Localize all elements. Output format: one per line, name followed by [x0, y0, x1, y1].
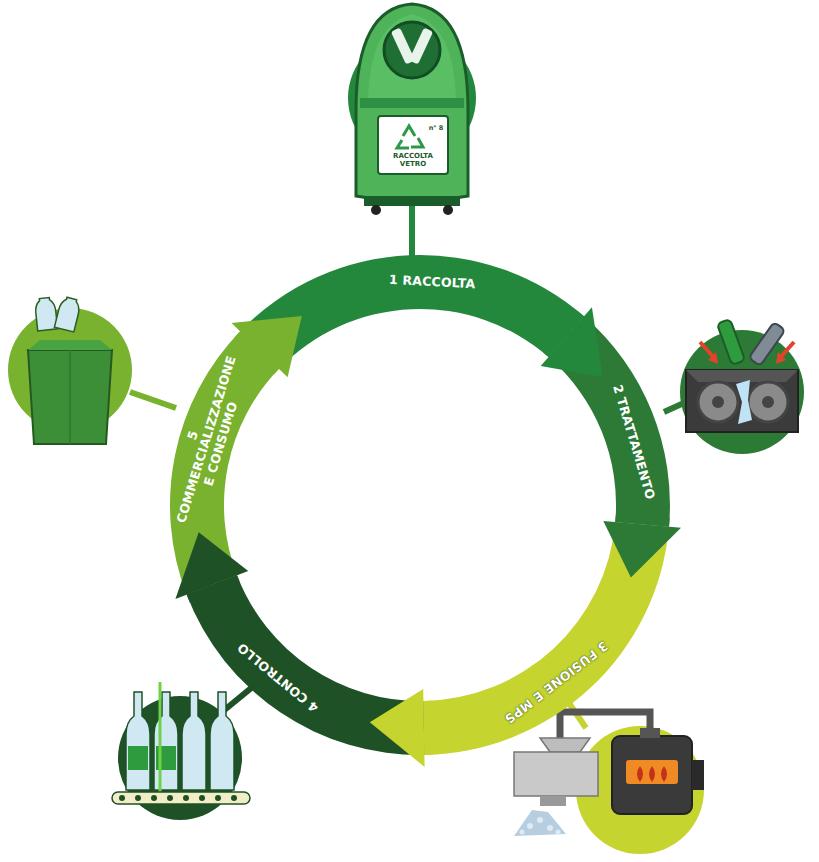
cycle-step: 5 COMMERCIALIZZAZIONE E CONSUMO	[157, 344, 256, 536]
cycle-arrow	[370, 689, 433, 767]
bin-label: n° 8	[425, 124, 447, 132]
cycle-arrow	[232, 316, 302, 377]
shredder-icon	[680, 319, 804, 454]
glass-bin-icon	[348, 4, 476, 215]
shopping-bag-icon	[8, 296, 132, 444]
cycle-arrow	[175, 532, 248, 603]
quality-control-icon	[112, 682, 250, 820]
cycle-arrow	[603, 515, 681, 577]
bin-label: RACCOLTA VETRO	[379, 152, 447, 168]
furnace-icon	[514, 712, 704, 854]
step-label: 1 RACCOLTA	[388, 273, 475, 292]
cycle-arrow	[541, 307, 603, 377]
step-label: 5 COMMERCIALIZZAZIONE E CONSUMO	[160, 348, 253, 531]
